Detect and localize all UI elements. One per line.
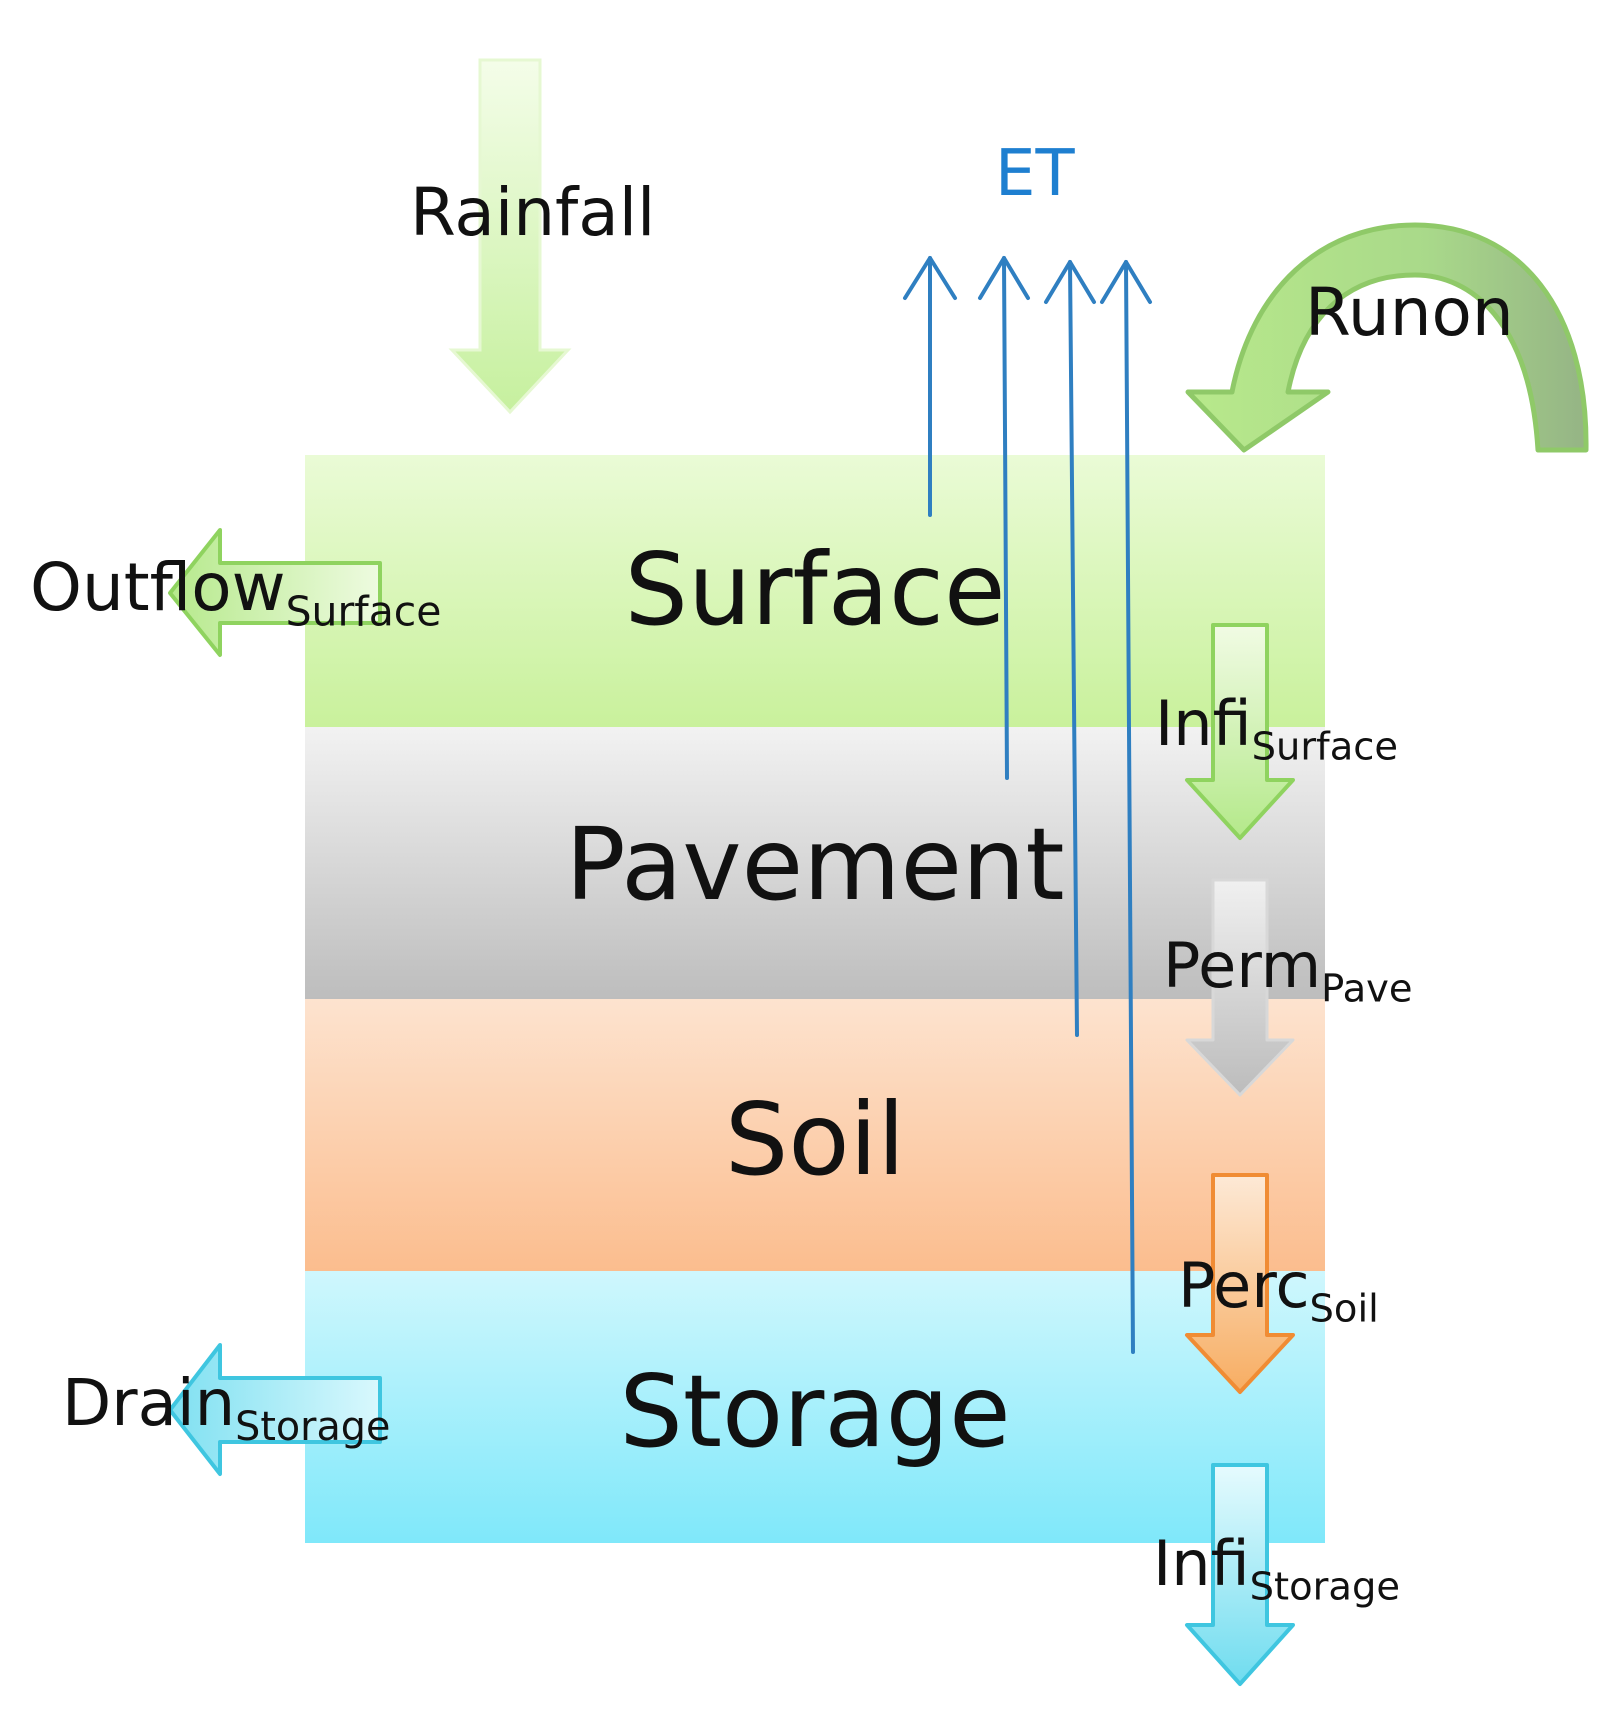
perm-pave-main: Perm <box>1163 929 1322 1002</box>
perc-soil-arrow <box>1185 1173 1295 1394</box>
perm-pave-arrow <box>1185 878 1295 1097</box>
pavement-layer-label: Pavement <box>565 806 1065 923</box>
perc-soil-label: PercSoil <box>1178 1255 1379 1329</box>
infi-storage-sub: Storage <box>1249 1564 1400 1610</box>
et-arrow-pavement <box>1002 256 1009 780</box>
et-arrows <box>903 256 1152 1354</box>
et-label: ET <box>995 137 1075 211</box>
storage-layer <box>305 1271 1325 1543</box>
drain-sub: Storage <box>235 1404 391 1451</box>
surface-layer <box>305 455 1325 727</box>
perm-pave-sub: Pave <box>1321 966 1413 1012</box>
infi-surface-main: Infi <box>1155 687 1252 760</box>
runon-arrow <box>1185 222 1589 453</box>
et-arrow-storage <box>1124 260 1135 1354</box>
soil-layer-label: Soil <box>724 1081 906 1198</box>
infi-surface-label: InfiSurface <box>1155 693 1398 767</box>
perm-pave-label: PermPave <box>1163 935 1413 1009</box>
outflow-main: Outflow <box>30 549 286 626</box>
outflow-surface-label: OutflowSurface <box>30 555 441 633</box>
runon-label: Runon <box>1305 274 1514 351</box>
infi-surface-sub: Surface <box>1251 724 1399 770</box>
outflow-sub: Surface <box>285 587 442 636</box>
pavement-layer <box>305 727 1325 999</box>
outflow-surface-arrow <box>168 528 382 657</box>
infi-surface-arrow <box>1185 623 1295 840</box>
drain-storage-arrow <box>168 1343 382 1476</box>
perc-soil-sub: Soil <box>1309 1286 1379 1332</box>
et-arrow-soil <box>1068 260 1079 1037</box>
soil-layer <box>305 999 1325 1271</box>
drain-storage-label: DrainStorage <box>62 1372 390 1447</box>
infi-storage-main: Infi <box>1153 1527 1250 1600</box>
rainfall-arrow <box>448 58 572 415</box>
perc-soil-main: Perc <box>1178 1249 1310 1322</box>
drain-main: Drain <box>62 1367 236 1441</box>
infi-storage-arrow <box>1185 1463 1295 1686</box>
surface-layer-label: Surface <box>624 531 1006 648</box>
rainfall-label: Rainfall <box>410 174 656 251</box>
infi-storage-label: InfiStorage <box>1153 1533 1400 1607</box>
storage-layer-label: Storage <box>619 1353 1011 1470</box>
